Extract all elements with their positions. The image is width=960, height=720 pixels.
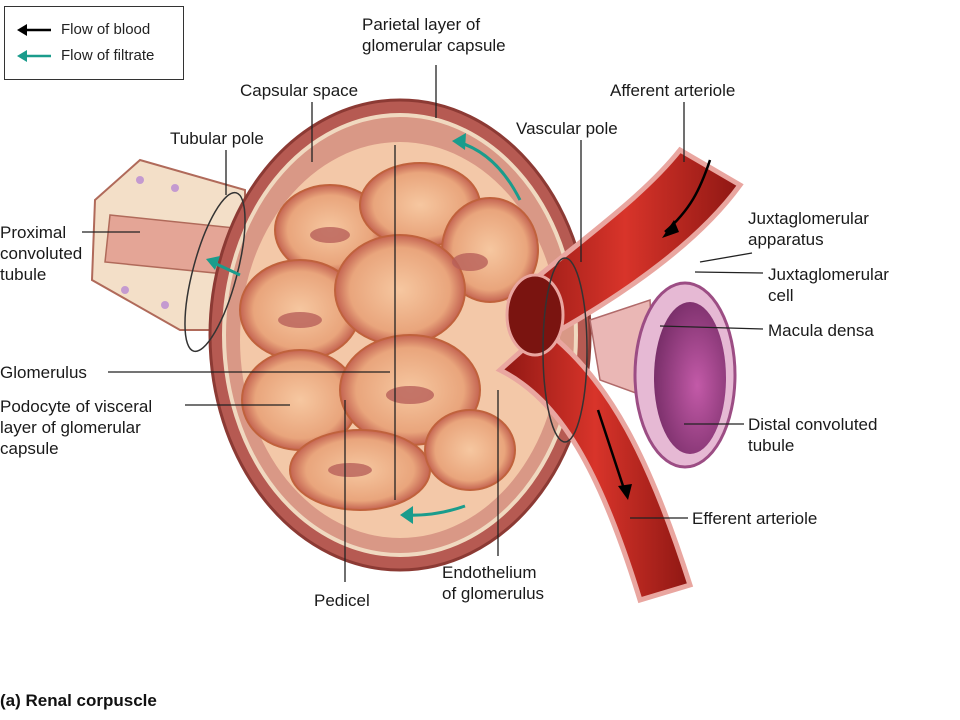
label-glomerulus: Glomerulus (0, 363, 87, 382)
legend-filtrate-label: Flow of filtrate (61, 47, 155, 64)
efferent-arteriole-shape (495, 326, 694, 604)
proximal-tubule-shape (90, 158, 246, 331)
label-capsular-space: Capsular space (240, 81, 359, 100)
label-distal-tubule: Distal convoluted tubule (748, 415, 878, 455)
figure-caption: (a) Renal corpuscle (0, 691, 157, 710)
label-efferent-arteriole: Efferent arteriole (692, 509, 818, 528)
label-parietal-layer: Parietal layer of glomerular capsule (362, 15, 506, 55)
label-proximal-tubule: Proximal convoluted tubule (0, 223, 83, 284)
label-tubular-pole: Tubular pole (170, 129, 264, 148)
black-arrow-icon (17, 24, 51, 36)
label-podocyte: Podocyte of visceral layer of glomerular… (0, 397, 153, 458)
label-afferent-arteriole: Afferent arteriole (610, 81, 736, 100)
label-juxtaglomerular-apparatus: Juxtaglomerular apparatus (748, 209, 869, 249)
legend-blood-label: Flow of blood (61, 21, 151, 38)
label-juxtaglomerular-cell: Juxtaglomerular cell (768, 265, 889, 305)
label-endothelium: Endothelium of glomerulus (442, 563, 545, 603)
teal-arrow-icon (17, 50, 51, 62)
label-pedicel: Pedicel (314, 591, 370, 610)
label-macula-densa: Macula densa (768, 321, 874, 340)
label-vascular-pole: Vascular pole (516, 119, 618, 138)
afferent-arteriole-shape (505, 146, 744, 333)
legend: Flow of blood Flow of filtrate (4, 6, 184, 80)
